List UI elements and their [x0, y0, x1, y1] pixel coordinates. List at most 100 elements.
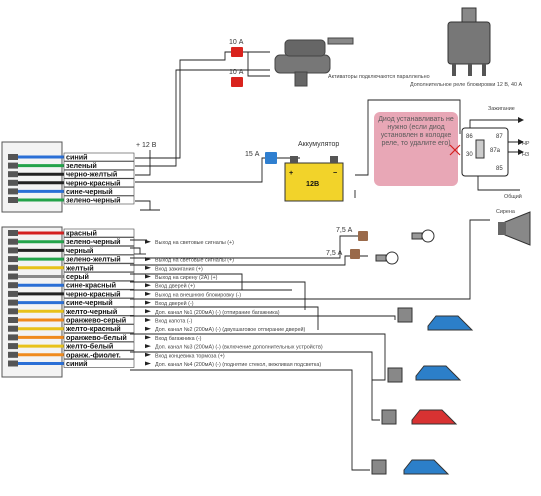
bottom-connector-wire-pin [8, 334, 18, 341]
bottom-connector-wire-label: желто-черный [65, 307, 117, 316]
fuse-7-5a-2: 7,5 А [326, 249, 360, 259]
battery-minus: − [333, 168, 337, 177]
switch-icon-2 [387, 367, 403, 383]
nr-label: НР [522, 141, 530, 147]
switch-icon-4 [371, 459, 387, 475]
top-connector-wire-label: черно-красный [66, 178, 121, 187]
fuse-7-5a-1-label: 7,5 А [336, 227, 353, 234]
bottom-connector-wire-label-box [63, 246, 135, 255]
bottom-connector-wire-label: черно-красный [66, 289, 121, 298]
top-connector-wire-label: черно-желтый [66, 170, 117, 179]
bottom-connector-wire-label-box [63, 350, 135, 360]
arrow-icon [145, 274, 151, 279]
bottom-connector-wire-function: Доп. канал №2 (200мА) (-) (двухшаговое о… [155, 326, 306, 333]
bottom-connector-wire-function: Выход на световые сигналы (+) [155, 240, 234, 246]
top-connector-wire-label-box [63, 152, 135, 162]
top-connector-wire-label-box [63, 161, 135, 170]
bottom-connector-wire-label-box [63, 359, 135, 368]
bottom-connector-wire-pin [8, 299, 18, 306]
bottom-connector-wire-label-box [63, 237, 135, 246]
arrow-icon [145, 361, 151, 366]
top-connector-wire-label: зеленый [66, 161, 97, 170]
bottom-connector-wire-label: синий [66, 359, 88, 368]
diode-mark-icon [449, 144, 461, 156]
bottom-connector-wire-label-box [63, 324, 135, 334]
bottom-connector-wire-label: черный [66, 246, 93, 255]
switch-icon-1 [397, 307, 413, 323]
bottom-connector-wire-function: Вход зажигания (+) [155, 266, 203, 272]
pin85: 85 [496, 166, 503, 172]
pin87: 87 [496, 134, 503, 140]
arrow-icon [518, 117, 524, 155]
bottom-connector-wire-label: сине-красный [66, 281, 116, 290]
pin30: 30 [466, 152, 473, 158]
bottom-connector-wire-function: Доп. канал №4 (200мА) (-) (поднятие стек… [155, 362, 321, 368]
bottom-connector-wire-label-box [63, 254, 135, 264]
bottom-connector-wire-pin [8, 273, 18, 280]
top-connector-wire-pin [8, 188, 18, 195]
actuators-caption: Активаторы подключаются параллельно [328, 74, 430, 80]
bottom-connector-wire-function: Вход концевика тормоза (+) [155, 353, 225, 359]
bottom-connector-wire-function: Выход на внешнюю блокировку (-) [155, 292, 241, 298]
fuse-15a-label: 15 А [245, 151, 260, 158]
bottom-connector-wire-label: оранжево-белый [66, 333, 127, 342]
pin87a: 87a [490, 148, 501, 154]
arrow-icon [145, 326, 151, 331]
bottom-connector-wire-function: Доп. канал №3 (200мА) (-) (включение доп… [155, 344, 323, 351]
diode-note: Диод устанавливать не нужно (если диод у… [374, 112, 458, 186]
bottom-connector-wire-pin [8, 325, 18, 332]
bottom-connector-wire-label-box [63, 333, 135, 342]
top-connector-wire-label: зелено-черный [66, 196, 121, 205]
car-icon-2 [415, 365, 462, 381]
bottom-connector-wire-label: желто-белый [65, 342, 113, 351]
bottom-connector-wire-pin [8, 256, 18, 263]
bottom-connector-wire-function: Выход на световые сигналы (+) [155, 258, 234, 264]
bottom-connector-wire-label-box [63, 289, 135, 299]
relay-icon [447, 7, 491, 76]
diode-note-text: Диод устанавливать не нужно (если диод у… [378, 116, 454, 147]
bottom-connector-wire-label-box [63, 341, 135, 351]
arrow-icon [145, 265, 151, 270]
bottom-connector-wire-label: сине-черный [66, 298, 113, 307]
bottom-connector-wire-label: зелено-желтый [66, 255, 121, 264]
battery-voltage: 12В [306, 179, 319, 188]
bottom-connector-wire-label-box [63, 306, 135, 316]
top-connector-wire-label-box [63, 178, 135, 188]
siren-icon [498, 211, 531, 246]
arrow-icon [145, 318, 151, 322]
bottom-connector-wire-label: оранжево-серый [66, 316, 126, 325]
top-connector-wire-pin [8, 162, 18, 169]
ignition-label: Зажигание [488, 106, 515, 112]
top-connector-wire-label-box [63, 195, 135, 205]
bottom-connector-wire-pin [8, 351, 18, 358]
fuse-10a-2: 10 А [229, 69, 244, 87]
siren-label: Сирена [496, 209, 515, 215]
fuse-10a-2-label: 10 А [229, 69, 244, 76]
arrow-icon [145, 239, 151, 244]
top-connector-wire-label: синий [66, 153, 88, 162]
top-connector-wire-label-box [63, 187, 135, 196]
switch-icon-3 [381, 409, 397, 425]
bottom-connector-wire-label: оранж.-фиолет. [66, 350, 121, 359]
arrow-icon [145, 352, 151, 357]
car-icon-3 [411, 409, 458, 425]
bottom-connector-wire-label-box [63, 315, 135, 325]
relay-caption: Дополнительное реле блокировки 12 В, 40 … [410, 82, 522, 88]
top-connector-wire-pin [8, 179, 18, 186]
bottom-connector-wire-function: Вход капота (-) [155, 319, 192, 325]
bottom-connector-wire-label-box [63, 263, 135, 273]
car-icon-4 [403, 459, 450, 475]
bottom-connector-wire-label: желтый [65, 263, 94, 272]
bottom-connector-wire-pin [8, 238, 18, 245]
pin86: 86 [466, 134, 473, 140]
fuse-7-5a-1: 7,5 А [336, 227, 368, 241]
top-wires: синийзеленыйчерно-желтыйчерно-красныйсин… [8, 152, 135, 205]
bottom-connector-wire-label: зелено-черный [66, 237, 121, 246]
common-label: Общий [504, 193, 522, 200]
top-connector-wire-pin [8, 197, 18, 203]
bottom-connector-wire-label-box [63, 228, 135, 238]
fuse-15a: 15 А [245, 151, 277, 164]
nz-label: НЗ [522, 152, 529, 158]
